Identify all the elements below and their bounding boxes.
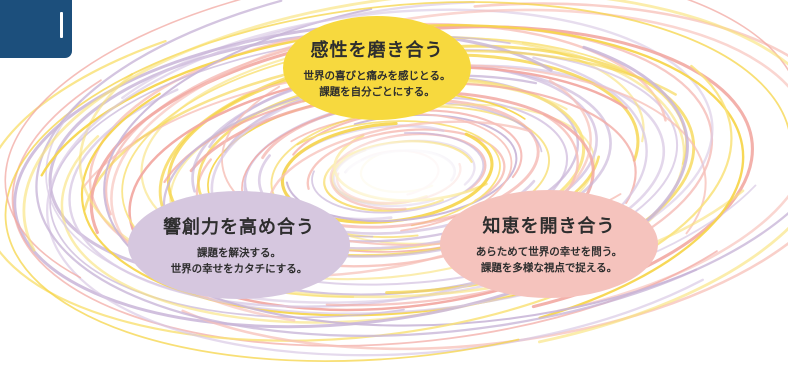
swirl-stroke (266, 120, 533, 214)
swirl-stroke (82, 63, 707, 235)
swirl-stroke (22, 0, 788, 344)
chie-circle: 知恵を開き合う あらためて世界の幸せを問う。 課題を多様な視点で捉える。 (440, 190, 658, 298)
kyoso-line-1: 課題を解決する。 (197, 247, 281, 259)
kansei-title: 感性を磨き合う (310, 40, 444, 61)
kyoso-title: 響創力を高め合う (163, 217, 315, 238)
chie-title: 知恵を開き合う (482, 216, 616, 237)
chie-line-1: あらためて世界の幸せを問う。 (475, 246, 623, 258)
chie-line-2: 課題を多様な視点で捉える。 (480, 262, 618, 274)
kyoso-line-2: 世界の幸せをカタチにする。 (170, 263, 308, 275)
swirl-stroke (0, 40, 733, 342)
kyoso-circle: 響創力を高め合う 課題を解決する。 世界の幸せをカタチにする。 (128, 191, 350, 299)
section-marker-icon (60, 12, 63, 38)
kansei-circle: 感性を磨き合う 世界の喜びと痛みを感じとる。 課題を自分ごとにする。 (283, 16, 471, 120)
center-glow (315, 132, 485, 212)
swirl-stroke (292, 109, 523, 179)
swirl-stroke (4, 0, 788, 279)
kansei-line-2: 課題を自分ごとにする。 (319, 86, 435, 98)
swirl-stroke (35, 0, 788, 337)
kansei-line-1: 世界の喜びと痛みを感じとる。 (303, 70, 451, 82)
swirl-stroke (4, 1, 788, 363)
swirl-stroke (280, 121, 494, 224)
section-badge (0, 0, 72, 58)
swirl-stroke (296, 120, 501, 227)
swirl-stroke (110, 8, 788, 322)
swirl-stroke (40, 24, 745, 320)
swirl-stroke (181, 2, 788, 351)
